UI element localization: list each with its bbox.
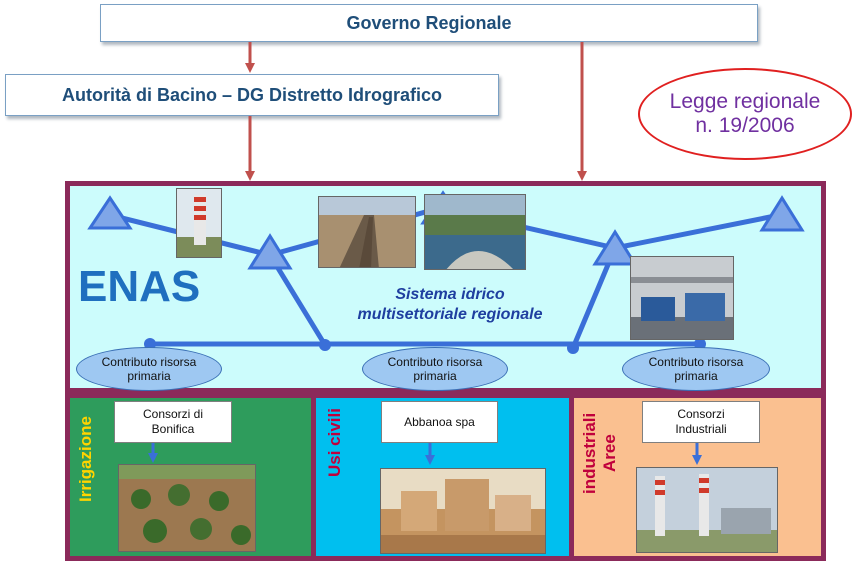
legge-regionale-ellipse: Legge regionale n. 19/2006	[638, 68, 852, 160]
bonifica-line1: Consorzi di	[142, 407, 204, 421]
bonifica-line2: Bonifica	[151, 422, 195, 436]
contributo-2-line1: Contributo risorsa	[387, 355, 483, 369]
contributo-ellipse-1: Contributo risorsa primaria	[76, 347, 222, 391]
photo-water-tower	[176, 188, 222, 258]
sistema-line2: multisettoriale regionale	[357, 306, 543, 323]
abbanoa-label: Abbanoa spa	[404, 414, 475, 429]
autorita-bacino-label: Autorità di Bacino – DG Distretto Idrogr…	[61, 84, 443, 105]
abbanoa-box: Abbanoa spa	[381, 401, 498, 443]
reservoir-triangle-1	[87, 195, 133, 230]
consorzi-industriali-box: Consorzi Industriali	[642, 401, 760, 443]
industriali-line2: Industriali	[675, 422, 727, 436]
industriali-line1: Consorzi	[677, 407, 725, 421]
network-branch-left	[267, 253, 328, 347]
governo-regionale-box: Governo Regionale	[100, 4, 758, 42]
enas-title: ENAS	[78, 262, 201, 311]
contributo-3-line2: primaria	[674, 369, 718, 383]
reservoir-triangle-4	[592, 229, 638, 266]
contributo-3-line1: Contributo risorsa	[648, 355, 744, 369]
reservoir-triangle-2	[247, 233, 293, 270]
node-3	[567, 342, 579, 354]
contributo-1-line1: Contributo risorsa	[101, 355, 197, 369]
sistema-line1: Sistema idrico	[395, 286, 505, 303]
contributo-ellipse-2: Contributo risorsa primaria	[362, 347, 508, 391]
contributo-2-line2: primaria	[413, 369, 457, 383]
photo-irrigation-field	[118, 464, 256, 552]
photo-city	[380, 468, 546, 554]
node-2	[319, 339, 331, 351]
reservoir-triangle-5	[759, 195, 805, 232]
legge-line1: Legge regionale	[669, 90, 821, 113]
photo-pipeline	[318, 196, 416, 268]
contributo-1-line2: primaria	[127, 369, 171, 383]
sistema-idrico-label: Sistema idrico multisettoriale regionale	[330, 285, 570, 325]
autorita-bacino-box: Autorità di Bacino – DG Distretto Idrogr…	[5, 74, 499, 116]
governo-regionale-label: Governo Regionale	[346, 12, 512, 33]
consorzi-bonifica-box: Consorzi di Bonifica	[114, 401, 232, 443]
top-arrows	[245, 42, 587, 181]
photo-pumping-station	[630, 256, 734, 340]
legge-line2: n. 19/2006	[695, 114, 795, 137]
photo-power-plant	[636, 467, 778, 553]
contributo-ellipse-3: Contributo risorsa primaria	[622, 347, 770, 391]
photo-dam	[424, 194, 526, 270]
